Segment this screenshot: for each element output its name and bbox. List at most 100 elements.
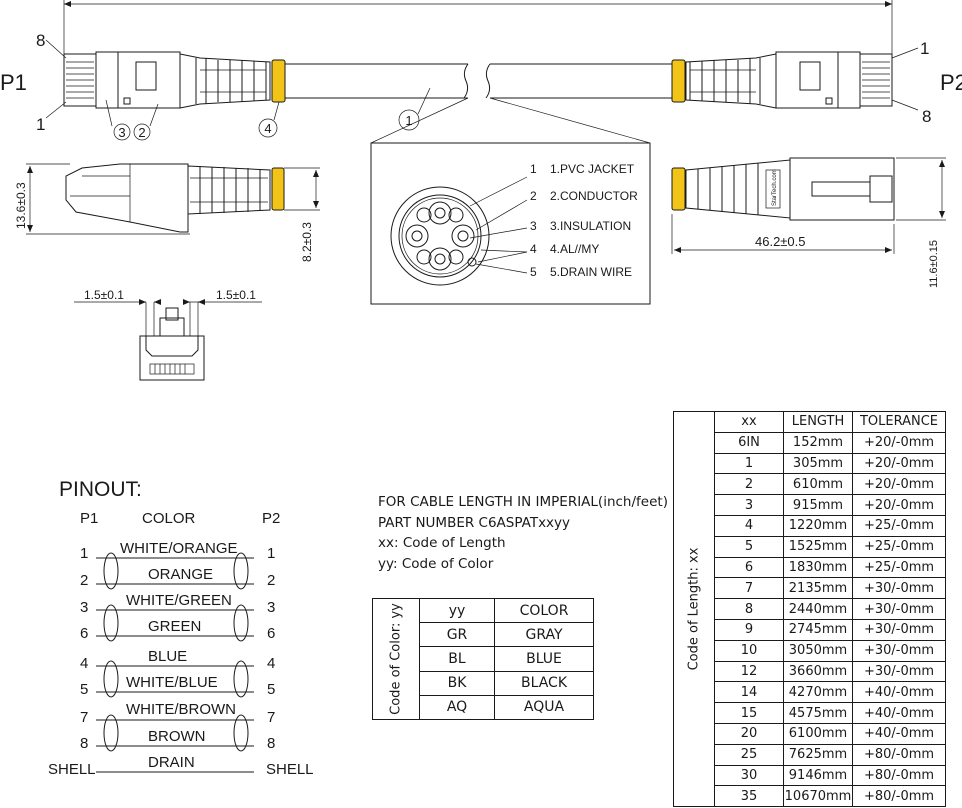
table-cell: 2135mm bbox=[783, 577, 853, 600]
cross-section-labels: 1 1.PVC JACKET 2 2.CONDUCTOR 3 3.INSULAT… bbox=[530, 162, 638, 279]
table-cell: 25 bbox=[714, 743, 784, 766]
pinout-wire-color: ORANGE bbox=[148, 566, 214, 583]
strain-relief-accent bbox=[271, 59, 286, 103]
table-cell: GRAY bbox=[494, 622, 594, 648]
table-cell: 3660mm bbox=[783, 660, 853, 683]
pinout-wire-color: WHITE/GREEN bbox=[126, 592, 232, 609]
table-header: yy bbox=[419, 597, 495, 624]
dimension-label: 1.5±0.1 bbox=[84, 288, 124, 302]
table-cell: +30/-0mm bbox=[852, 577, 946, 600]
pinout-wire-color: WHITE/BLUE bbox=[126, 674, 218, 691]
layer-number: 4 bbox=[530, 242, 537, 256]
pin-number-label: 8 bbox=[36, 31, 45, 50]
layer-number: 5 bbox=[530, 265, 537, 279]
table-cell: 6100mm bbox=[783, 722, 853, 745]
dimension-label: 11.6±0.15 bbox=[928, 240, 940, 288]
layer-number: 3 bbox=[530, 219, 537, 233]
table-cell: 9 bbox=[714, 618, 784, 641]
imperial-info-line: yy: Code of Color bbox=[378, 555, 494, 572]
imperial-info: FOR CABLE LENGTH IN IMPERIAL(inch/feet) … bbox=[378, 492, 668, 574]
imperial-info-line: xx: Code of Length bbox=[378, 535, 506, 551]
table-cell: 7 bbox=[714, 577, 784, 600]
table-cell: 2440mm bbox=[783, 598, 853, 620]
pinout-wire-color: WHITE/BROWN bbox=[126, 701, 236, 718]
table-header: TOLERANCE bbox=[852, 411, 946, 433]
layer-label: 3.INSULATION bbox=[550, 219, 631, 233]
layer-number: 1 bbox=[530, 162, 537, 176]
pinout-p2-pin: 2 bbox=[267, 572, 276, 589]
table-cell: +30/-0mm bbox=[852, 660, 946, 683]
table-cell: 915mm bbox=[783, 494, 853, 516]
table-cell: +20/-0mm bbox=[852, 473, 946, 496]
connector-p2 bbox=[671, 51, 893, 109]
table-cell: +25/-0mm bbox=[852, 514, 946, 537]
svg-text:3: 3 bbox=[118, 125, 125, 140]
strain-relief-accent bbox=[671, 167, 686, 211]
table-cell: BLACK bbox=[494, 670, 594, 696]
table-cell: GR bbox=[419, 622, 495, 648]
table-cell: +30/-0mm bbox=[852, 598, 946, 620]
table-cell: +80/-0mm bbox=[852, 785, 946, 808]
table-cell: 7625mm bbox=[783, 743, 853, 766]
table-cell: +40/-0mm bbox=[852, 681, 946, 704]
table-header: LENGTH bbox=[783, 411, 853, 433]
table-cell: 152mm bbox=[783, 431, 853, 454]
table-cell: BLUE bbox=[494, 646, 594, 672]
table-cell: +30/-0mm bbox=[852, 618, 946, 641]
table-row: BL BLUE bbox=[373, 646, 594, 672]
pinout-p2-pin: 6 bbox=[267, 625, 276, 642]
table-cell: 12 bbox=[714, 660, 784, 683]
pinout-wire-color: GREEN bbox=[148, 618, 202, 635]
pinout-p2-pin: 8 bbox=[267, 735, 276, 752]
pinout-p1-pin: 2 bbox=[80, 572, 89, 589]
pinout-p2-pin: 3 bbox=[267, 599, 276, 616]
table-cell: 20 bbox=[714, 722, 784, 745]
pinout-wire-color: BLUE bbox=[148, 648, 188, 665]
table-cell: +20/-0mm bbox=[852, 494, 946, 516]
table-cell: BL bbox=[419, 646, 495, 672]
callout-2: 2 bbox=[133, 123, 151, 141]
table-cell: 6IN bbox=[714, 431, 784, 454]
table-cell: 35 bbox=[714, 785, 784, 808]
table-cell: 5 bbox=[714, 535, 784, 558]
table-cell: 30 bbox=[714, 764, 784, 787]
pinout-p2-pin: 7 bbox=[267, 709, 276, 726]
svg-text:2: 2 bbox=[138, 125, 145, 140]
table-cell: 2745mm bbox=[783, 618, 853, 641]
imperial-info-line: PART NUMBER C6ASPATxxyy bbox=[378, 514, 571, 531]
pinout-wire-color: BROWN bbox=[148, 728, 206, 745]
table-cell: +20/-0mm bbox=[852, 452, 946, 475]
table-cell: BK bbox=[419, 670, 495, 696]
table-cell: +25/-0mm bbox=[852, 535, 946, 558]
table-cell: AQ bbox=[419, 694, 495, 720]
callout-1: 1 bbox=[398, 109, 420, 131]
pinout-wires bbox=[96, 552, 254, 773]
connector-p1 bbox=[63, 51, 286, 109]
end-label-p2: P2 bbox=[940, 70, 962, 95]
plug-front-view bbox=[74, 299, 262, 381]
pinout-wire-color: DRAIN bbox=[148, 754, 195, 771]
table-header: COLOR bbox=[494, 597, 594, 624]
pinout-p1-pin: 3 bbox=[80, 599, 89, 616]
table-cell: 1830mm bbox=[783, 556, 853, 579]
end-label-p1: P1 bbox=[0, 70, 27, 95]
pinout-p1-pin: 4 bbox=[80, 655, 89, 672]
table-cell: +40/-0mm bbox=[852, 722, 946, 745]
table-cell: 610mm bbox=[783, 473, 853, 496]
layer-number: 2 bbox=[530, 189, 537, 203]
table-cell: +80/-0mm bbox=[852, 743, 946, 766]
table-cell: 305mm bbox=[783, 452, 853, 475]
table-cell: 2 bbox=[714, 473, 784, 496]
table-cell: 14 bbox=[714, 681, 784, 704]
svg-text:1: 1 bbox=[405, 113, 412, 128]
pin-number-label: 8 bbox=[922, 107, 931, 126]
table-row: Code of Length: xx xx LENGTH TOLERANCE bbox=[673, 410, 946, 808]
